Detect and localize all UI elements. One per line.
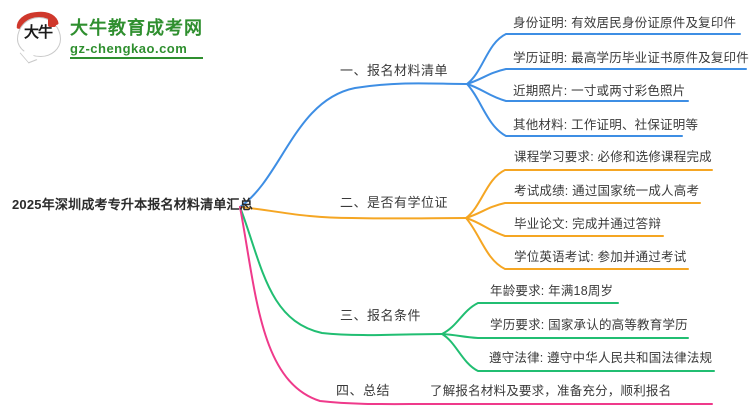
branch-1-leaf-2[interactable]: 学历证明: 最高学历毕业证书原件及复印件 bbox=[513, 51, 749, 65]
branch-3-label[interactable]: 三、报名条件 bbox=[340, 308, 422, 323]
branch-2-leaf-1-line bbox=[465, 169, 713, 219]
site-url: gz-chengkao.com bbox=[70, 41, 203, 59]
mindmap-root-node[interactable]: 2025年深圳成考专升本报名材料清单汇总 bbox=[12, 197, 253, 212]
branch-2-label[interactable]: 二、是否有学位证 bbox=[340, 195, 449, 210]
branch-4-main-line bbox=[239, 206, 713, 406]
branch-3-leaf-3[interactable]: 遵守法律: 遵守中华人民共和国法律法规 bbox=[489, 351, 713, 365]
branch-1-leaf-4[interactable]: 其他材料: 工作证明、社保证明等 bbox=[513, 118, 699, 132]
branch-2-leaf-3[interactable]: 毕业论文: 完成并通过答辩 bbox=[514, 217, 662, 231]
logo-icon-text: 大牛 bbox=[23, 25, 53, 41]
branch-1-leaf-3[interactable]: 近期照片: 一寸或两寸彩色照片 bbox=[513, 84, 686, 98]
branch-4-lines bbox=[239, 206, 713, 406]
branch-1-leaf-1[interactable]: 身份证明: 有效居民身份证原件及复印件 bbox=[513, 16, 737, 30]
branch-3-leaf-1-line bbox=[441, 302, 619, 335]
branch-2-main-line bbox=[239, 206, 467, 220]
branch-2-leaf-4-line bbox=[465, 217, 689, 270]
branch-2-leaf-2-line bbox=[465, 202, 701, 219]
branch-1-lines bbox=[239, 33, 747, 208]
branch-1-leaf-3-line bbox=[466, 83, 689, 102]
branch-3-lines bbox=[239, 206, 715, 372]
branch-3-leaf-2[interactable]: 学历要求: 国家承认的高等教育学历 bbox=[490, 318, 688, 332]
branch-3-leaf-1[interactable]: 年龄要求: 年满18周岁 bbox=[490, 284, 614, 298]
branch-2-leaf-4[interactable]: 学位英语考试: 参加并通过考试 bbox=[514, 250, 687, 264]
branch-4-leaf-1[interactable]: 了解报名材料及要求，准备充分，顺利报名 bbox=[430, 384, 672, 398]
branch-3-main-line bbox=[239, 206, 443, 337]
branch-4-label[interactable]: 四、总结 bbox=[336, 383, 391, 398]
branch-1-leaf-2-line bbox=[466, 68, 747, 85]
branch-3-leaf-2-line bbox=[441, 333, 689, 339]
branch-1-leaf-1-line bbox=[466, 33, 741, 85]
logo-red-seal bbox=[48, 18, 56, 27]
branch-3-leaf-3-line bbox=[441, 333, 715, 372]
branch-1-leaf-4-line bbox=[466, 83, 683, 137]
logo-bull-icon: 大牛 bbox=[15, 9, 62, 64]
site-name: 大牛教育成考网 bbox=[70, 17, 203, 38]
site-logo[interactable]: 大牛 大牛教育成考网 gz-chengkao.com bbox=[15, 9, 203, 64]
branch-2-lines bbox=[239, 169, 713, 270]
branch-1-label[interactable]: 一、报名材料清单 bbox=[340, 63, 449, 78]
branch-1-main-line bbox=[239, 82, 468, 208]
branch-2-leaf-1[interactable]: 课程学习要求: 必修和选修课程完成 bbox=[514, 150, 712, 164]
branch-2-leaf-3-line bbox=[465, 217, 664, 237]
branch-2-leaf-2[interactable]: 考试成绩: 通过国家统一成人高考 bbox=[514, 184, 700, 198]
